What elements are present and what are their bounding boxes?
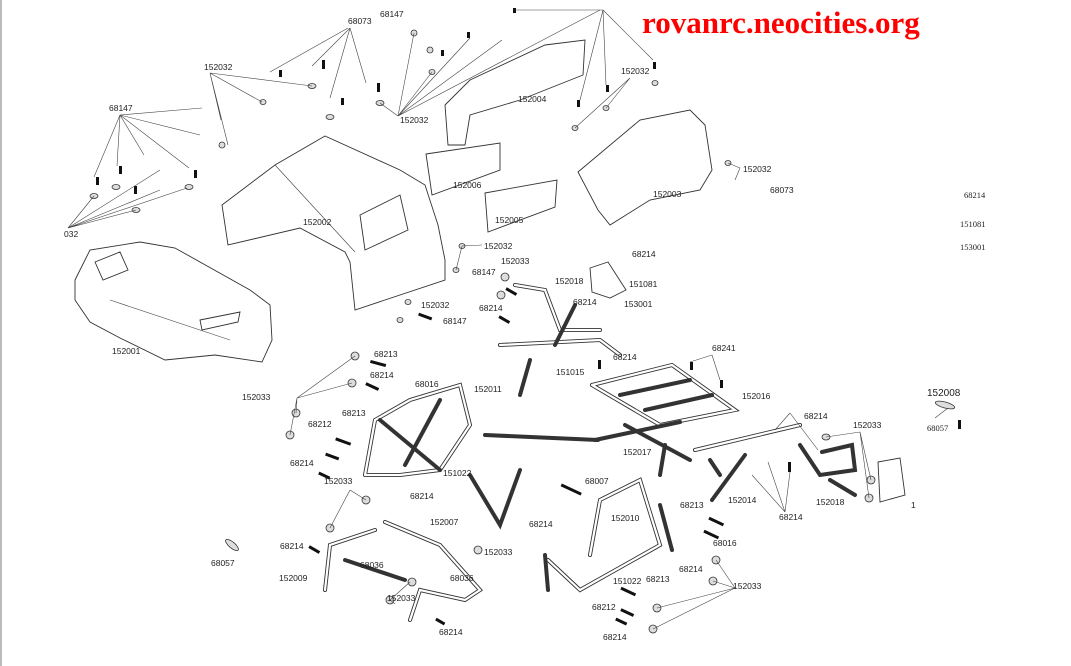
label-152032: 152032 [421, 300, 450, 310]
label-68007: 68007 [585, 476, 609, 486]
label-152009: 152009 [279, 573, 308, 583]
label-152032: 152032 [621, 66, 650, 76]
label-152032: 152032 [204, 62, 233, 72]
part-152018-bracket [798, 442, 858, 497]
label-152004: 152004 [518, 94, 547, 104]
label-152032: 152032 [484, 241, 513, 251]
part-152006-panel [425, 142, 501, 196]
label-68214: 68214 [290, 458, 314, 468]
bolts [96, 8, 961, 626]
page-border [0, 0, 2, 666]
label-68214: 68214 [603, 632, 627, 642]
label-68147: 68147 [443, 316, 467, 326]
label-152008: 152008 [927, 388, 961, 399]
label-153001: 153001 [960, 242, 986, 252]
part-152003-rear-body [577, 109, 713, 226]
label-152002: 152002 [303, 217, 332, 227]
label-68147: 68147 [472, 267, 496, 277]
part-152007-front-bumper-frame [343, 520, 484, 622]
label-fragment: 1 [911, 500, 916, 510]
label-68214: 68214 [529, 519, 553, 529]
label-68073: 68073 [348, 16, 372, 26]
part-152016-roof-rack [590, 362, 740, 428]
site-title[interactable]: rovanrc.neocities.org [642, 5, 920, 40]
label-152001: 152001 [112, 346, 141, 356]
label-151015: 151015 [556, 367, 585, 377]
part-152004-wing [444, 39, 586, 146]
label-68147: 68147 [380, 9, 404, 19]
label-152032: 152032 [743, 164, 772, 174]
label-151022: 151022 [443, 468, 472, 478]
label-152033: 152033 [733, 581, 762, 591]
label-68214: 68214 [573, 297, 597, 307]
label-68214: 68214 [964, 190, 986, 200]
label-68214: 68214 [439, 627, 463, 637]
leader-lines [67, 9, 949, 630]
label-68214: 68214 [613, 352, 637, 362]
label-152017: 152017 [623, 447, 652, 457]
label-152033: 152033 [484, 547, 513, 557]
part-68057-pin-clip [225, 400, 956, 552]
part-152011-cage [363, 382, 473, 477]
label-68213: 68213 [680, 500, 704, 510]
label-68057: 68057 [211, 558, 235, 568]
label-68214: 68214 [779, 512, 803, 522]
label-68212: 68212 [308, 419, 332, 429]
label-68214: 68214 [804, 411, 828, 421]
label-152010: 152010 [611, 513, 640, 523]
part-152002-cab-body [221, 135, 446, 311]
label-152018: 152018 [555, 276, 584, 286]
label-151081: 151081 [629, 279, 658, 289]
label-68036: 68036 [360, 560, 384, 570]
label-68016: 68016 [415, 379, 439, 389]
part-152009-bumper [323, 528, 377, 592]
label-152018: 152018 [816, 497, 845, 507]
label-68036: 68036 [450, 573, 474, 583]
label-152033: 152033 [242, 392, 271, 402]
label-152033: 152033 [387, 593, 416, 603]
label-68213: 68213 [374, 349, 398, 359]
label-153001: 153001 [624, 299, 653, 309]
label-032: 032 [64, 229, 78, 239]
part-labels: 68073 68147 152032 68147 152032 152004 1… [64, 9, 986, 642]
part-153001-plate [589, 261, 906, 503]
label-152005: 152005 [495, 215, 524, 225]
label-68214: 68214 [410, 491, 434, 501]
label-151022: 151022 [613, 576, 642, 586]
label-152007: 152007 [430, 517, 459, 527]
label-68073: 68073 [770, 185, 794, 195]
part-152010-rear-cage [543, 477, 674, 593]
label-68016: 68016 [713, 538, 737, 548]
label-152006: 152006 [453, 180, 482, 190]
label-152014: 152014 [728, 495, 757, 505]
label-68212: 68212 [592, 602, 616, 612]
label-152003: 152003 [653, 189, 682, 199]
label-68214: 68214 [479, 303, 503, 313]
label-152033: 152033 [324, 476, 353, 486]
label-152016: 152016 [742, 391, 771, 401]
label-68214: 68214 [280, 541, 304, 551]
label-152011: 152011 [474, 384, 502, 394]
label-68057: 68057 [927, 423, 948, 433]
label-68213: 68213 [342, 408, 366, 418]
label-68214: 68214 [679, 564, 703, 574]
part-link-68007 [468, 468, 522, 530]
label-68213: 68213 [646, 574, 670, 584]
label-68214: 68214 [632, 249, 656, 259]
label-152032: 152032 [400, 115, 429, 125]
label-68214: 68214 [370, 370, 394, 380]
label-151081: 151081 [960, 219, 986, 229]
part-152014-rear-frame [693, 423, 802, 502]
label-152033: 152033 [501, 256, 530, 266]
part-152005-panel [484, 179, 558, 233]
part-152017-crossbar [483, 420, 692, 477]
label-152033: 152033 [853, 420, 882, 430]
part-151015-front-frame [498, 283, 622, 397]
label-68147: 68147 [109, 103, 133, 113]
part-152001-hood-body [74, 241, 273, 363]
label-68241: 68241 [712, 343, 736, 353]
